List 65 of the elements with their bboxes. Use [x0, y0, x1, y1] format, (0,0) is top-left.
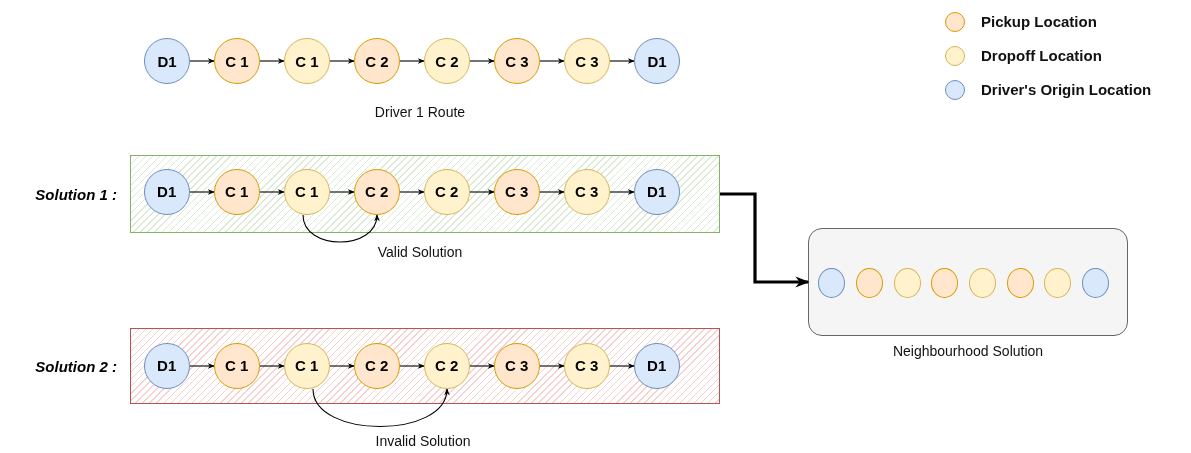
arrow [399, 189, 425, 195]
arrow [469, 189, 495, 195]
arrow [189, 58, 215, 64]
arrow [720, 192, 810, 288]
empty-circle [855, 267, 883, 298]
arrow [399, 363, 425, 369]
arrow [609, 58, 635, 64]
empty-circle [969, 267, 996, 298]
arrow [539, 363, 565, 369]
empty-circle [1082, 267, 1110, 298]
arrow [539, 189, 565, 195]
location-circle: C 3 [563, 342, 610, 389]
edge-label: Invalid Solution [375, 433, 471, 449]
location-circle: D1 [144, 38, 190, 84]
legend-label: Dropoff Location [981, 47, 1102, 64]
legend-label: Driver's Origin Location [981, 81, 1152, 98]
arrow [399, 58, 425, 64]
empty-circle [1006, 267, 1034, 298]
location-circle: C 3 [493, 342, 540, 389]
empty-circle [893, 267, 921, 298]
arrow [189, 189, 215, 195]
row-heading: Solution 2 : [35, 357, 117, 375]
location-circle: C 2 [423, 342, 470, 389]
legend-label: Pickup Location [981, 13, 1097, 30]
empty-circle [931, 267, 959, 298]
edge-label: Valid Solution [377, 244, 463, 260]
arrow [469, 58, 495, 64]
location-circle: C 2 [354, 38, 400, 84]
location-circle: C 2 [353, 168, 400, 215]
location-circle: C 2 [424, 38, 470, 84]
location-circle: D1 [143, 168, 190, 215]
location-circle: D1 [634, 38, 680, 84]
arrow [609, 363, 635, 369]
location-circle: D1 [633, 168, 680, 215]
location-circle: C 1 [284, 38, 330, 84]
location-circle: C 1 [213, 168, 260, 215]
location-circle: C 1 [283, 342, 330, 389]
empty-circle [818, 267, 846, 298]
location-circle: C 3 [564, 38, 610, 84]
location-circle: C 2 [353, 342, 400, 389]
location-circle: C 3 [563, 168, 610, 215]
arrow [329, 58, 355, 64]
arrow [259, 58, 285, 64]
location-circle: D1 [633, 342, 680, 389]
location-circle: C 3 [494, 38, 540, 84]
location-circle: D1 [143, 342, 190, 389]
location-circle: C 1 [214, 38, 260, 84]
empty-circle [1044, 267, 1072, 298]
arrow [539, 58, 565, 64]
route-caption: Driver 1 Route [374, 104, 466, 120]
arrow [469, 363, 495, 369]
arrow [609, 189, 635, 195]
arrow [189, 363, 215, 369]
location-circle: C 3 [493, 168, 540, 215]
arrow [329, 189, 355, 195]
row-heading: Solution 1 : [35, 185, 117, 203]
location-circle: C 1 [213, 342, 260, 389]
panel-title: Neighbourhood Solution [892, 343, 1044, 359]
arrow [329, 363, 355, 369]
arrow [302, 214, 379, 243]
arrow [312, 388, 449, 428]
location-circle: C 1 [283, 168, 330, 215]
arrow [259, 189, 285, 195]
location-circle: C 2 [423, 168, 470, 215]
arrow [259, 363, 285, 369]
